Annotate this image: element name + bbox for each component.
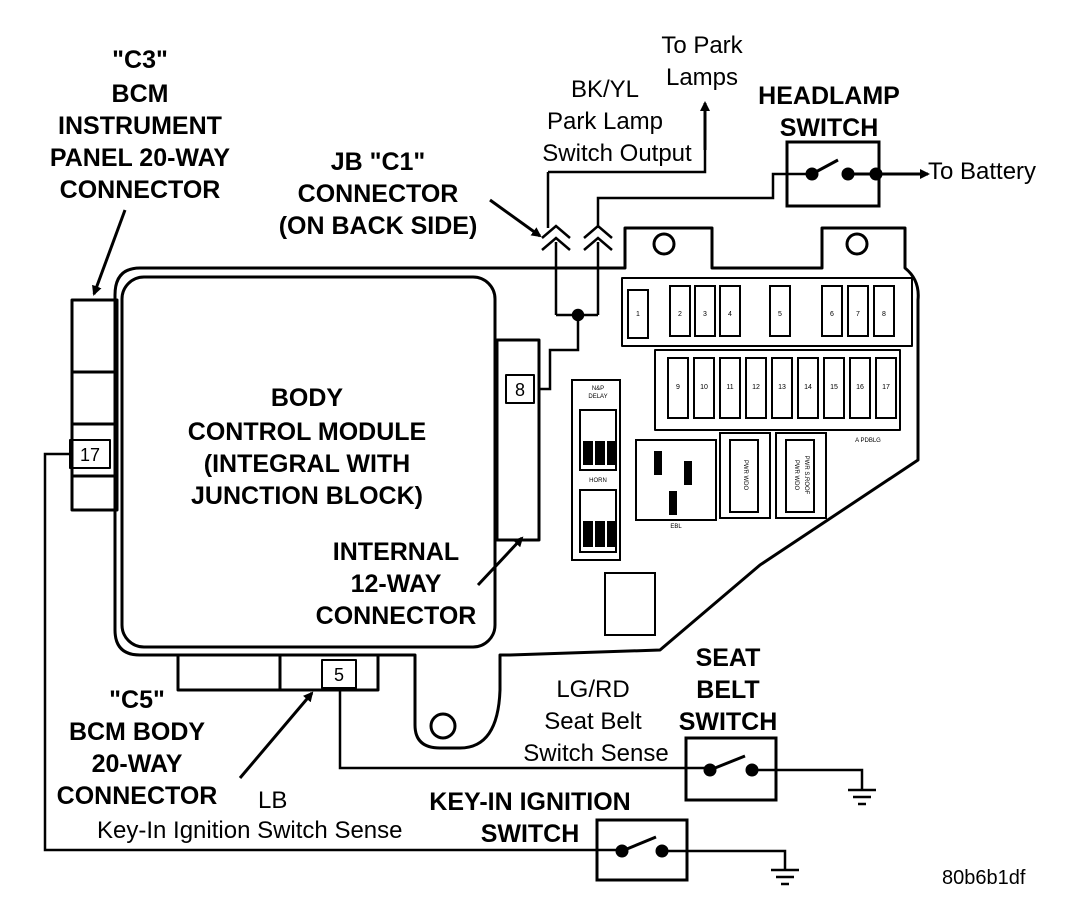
fuse-label: 17 (882, 384, 890, 391)
fuse-label: 12 (752, 384, 760, 391)
internal-connector-label-line1: INTERNAL (332, 538, 460, 566)
relay-pwr-wdo-roof-line2: PWR S.ROOF (803, 455, 809, 495)
pin-17: 17 (79, 445, 101, 465)
body-control-module (120, 275, 497, 649)
internal-connector-label-line3: CONNECTOR (315, 602, 477, 630)
c3-label-line4: PANEL 20-WAY (49, 144, 231, 172)
jb-c1-label-line3: (ON BACK SIDE) (278, 212, 478, 240)
fuse-label: 14 (804, 384, 812, 391)
mounting-hole-2 (845, 232, 869, 256)
fuse-label: 2 (678, 311, 682, 318)
relay-pwr-wdo-roof-line1: PWR WDO (793, 459, 799, 491)
fuse-label: 6 (830, 311, 834, 318)
mounting-hole-3 (429, 712, 457, 740)
c5-label-line3: 20-WAY (91, 750, 183, 778)
bcm-label-line2: CONTROL MODULE (187, 418, 427, 446)
c5-label-line4: CONNECTOR (56, 782, 218, 810)
fuse-label: 16 (856, 384, 864, 391)
lb-wire-color: LB (258, 787, 288, 814)
fuse-label: 11 (726, 384, 734, 391)
to-park-lamps-line2: Lamps (665, 64, 739, 91)
headlamp-switch-label-line1: HEADLAMP (758, 82, 900, 110)
seat-wire-desc: Switch Sense (523, 740, 669, 767)
park-wire-name: Park Lamp (546, 108, 664, 135)
c5-label-line1: "C5" (109, 686, 165, 714)
relay-horn: HORN (589, 478, 607, 484)
seat-belt-switch-label-line3: SWITCH (678, 708, 778, 736)
park-wire-desc: Switch Output (542, 140, 692, 167)
c3-connector (70, 298, 119, 512)
pin-5: 5 (333, 665, 345, 685)
internal-12-way-connector (495, 338, 541, 542)
seat-belt-switch-label-line2: BELT (696, 676, 760, 704)
c3-label-line3: INSTRUMENT (58, 112, 222, 140)
relay-spare: A PDBLG (855, 438, 881, 444)
to-battery-label: To Battery (928, 158, 1037, 185)
jb-c1-label-line1: JB "C1" (330, 148, 426, 176)
c5-label-line2: BCM BODY (68, 718, 206, 746)
jb-c1-chevrons (541, 224, 613, 251)
fuse-label: 15 (830, 384, 838, 391)
relay-pwr-wdo: PWR WDO (742, 459, 748, 491)
key-in-switch-label-line2: SWITCH (480, 820, 580, 848)
ground-symbols (771, 788, 876, 886)
bcm-label-line3: (INTEGRAL WITH (203, 450, 411, 478)
fuse-label: 8 (882, 311, 886, 318)
bcm-label-line4: JUNCTION BLOCK) (191, 482, 423, 510)
fuse-label: 1 (636, 311, 640, 318)
pointer-arrows (92, 198, 542, 779)
c3-label-line5: CONNECTOR (59, 176, 221, 204)
figure-id: 80b6b1df (942, 867, 1026, 889)
park-wire-color: BK/YL (570, 76, 640, 103)
relay-nsp-delay-line2: DELAY (588, 394, 608, 400)
fuse-label: 7 (856, 311, 860, 318)
fuse-panel-lower (654, 349, 901, 431)
key-in-switch-label-line1: KEY-IN IGNITION (429, 788, 631, 816)
seat-wire-color: LG/RD (556, 676, 630, 703)
c3-label-line1: "C3" (112, 46, 168, 74)
mounting-hole-1 (652, 232, 676, 256)
fuse-label: 5 (778, 311, 782, 318)
fuse-top-row-shapes (627, 285, 895, 339)
relay-nsp-delay-line1: N&P (591, 386, 605, 392)
headlamp-switch-label-line2: SWITCH (779, 114, 879, 142)
seat-belt-switch-label-line1: SEAT (695, 644, 761, 672)
fuse-label: 10 (700, 384, 708, 391)
fuse-bottom-row-shapes (667, 357, 897, 419)
relay-ebl: EBL (670, 524, 682, 530)
junction-block-outline (113, 226, 920, 750)
fuse-label: 3 (703, 311, 707, 318)
fuse-label: 13 (778, 384, 786, 391)
jb-c1-label-line2: CONNECTOR (297, 180, 459, 208)
bcm-label-line1: BODY (270, 384, 344, 412)
key-in-wire-label: Key-In Ignition Switch Sense (97, 817, 403, 844)
to-park-lamps-line1: To Park (661, 32, 743, 59)
fuse-label: 9 (676, 384, 680, 391)
fuse-label: 4 (728, 311, 732, 318)
internal-connector-label-line2: 12-WAY (350, 570, 442, 598)
relay-shapes (571, 379, 827, 636)
fuse-panel-upper (621, 277, 913, 347)
c5-connector (176, 653, 380, 692)
pin-8: 8 (514, 380, 526, 400)
internal-pin-box (505, 374, 535, 404)
seat-wire-name: Seat Belt (544, 708, 642, 735)
c3-label-line2: BCM (111, 80, 169, 108)
